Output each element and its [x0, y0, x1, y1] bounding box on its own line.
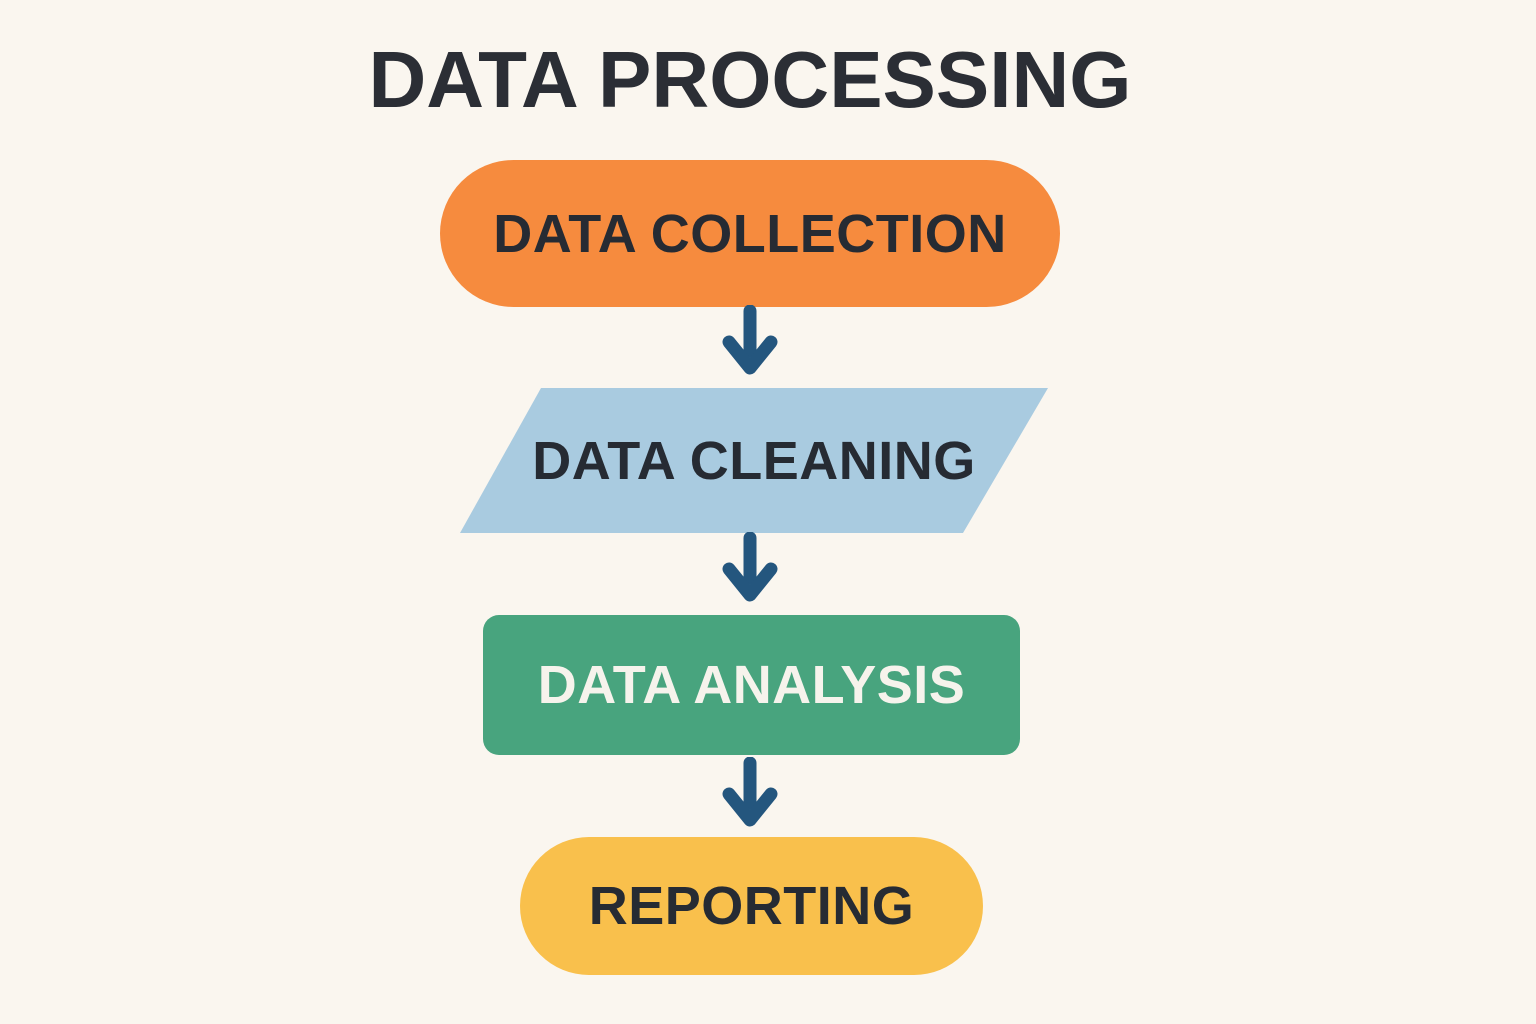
arrow-down-icon [722, 532, 778, 602]
diagram-title: DATA PROCESSING [368, 35, 1132, 124]
node-label-data-cleaning: DATA CLEANING [532, 430, 976, 491]
node-label-data-collection: DATA COLLECTION [493, 203, 1007, 264]
node-data-analysis: DATA ANALYSIS [483, 615, 1020, 755]
node-data-cleaning: DATA CLEANING [460, 388, 1048, 533]
flow-arrow-collection-to-cleaning [722, 305, 778, 381]
node-label-data-analysis: DATA ANALYSIS [537, 655, 966, 715]
flow-arrow-cleaning-to-analysis [722, 532, 778, 608]
node-label-reporting: REPORTING [588, 876, 915, 936]
arrow-down-icon [722, 757, 778, 827]
arrow-down-icon [722, 305, 778, 375]
node-reporting: REPORTING [520, 837, 983, 975]
node-data-collection: DATA COLLECTION [440, 160, 1060, 307]
flow-arrow-analysis-to-reporting [722, 757, 778, 833]
